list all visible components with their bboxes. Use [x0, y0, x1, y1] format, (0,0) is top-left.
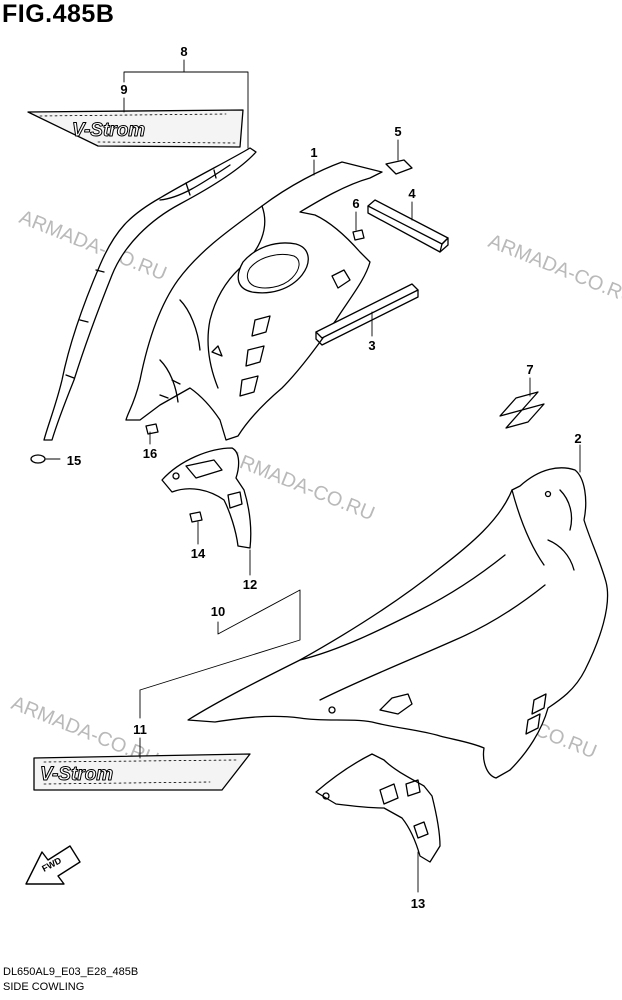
- decal-upper: V-Strom: [27, 109, 244, 148]
- callout-3: 3: [368, 338, 375, 353]
- callout-4: 4: [408, 186, 416, 201]
- upper-cowl: [125, 161, 383, 441]
- callout-8: 8: [180, 44, 187, 59]
- foam-strip-4: [367, 199, 449, 253]
- screw-14: [189, 511, 203, 523]
- decal-upper-text: V-Strom: [72, 120, 145, 141]
- upper-trim: [43, 147, 257, 441]
- bracket-12: [161, 447, 252, 549]
- callout-numbers: 1 2 3 4 5 6 7 8 9 10 11 12 13 14 15 16: [67, 44, 582, 911]
- figure-title: FIG.485B: [2, 0, 115, 28]
- fwd-arrow-icon: FWD: [25, 845, 81, 885]
- callout-16: 16: [143, 446, 157, 461]
- callout-6: 6: [352, 196, 359, 211]
- footer-caption: SIDE COWLING: [3, 981, 85, 993]
- callout-7: 7: [526, 362, 533, 377]
- callout-2: 2: [574, 431, 581, 446]
- callout-15: 15: [67, 453, 81, 468]
- bracket-13: [315, 753, 441, 863]
- pad-5: [385, 159, 413, 175]
- side-cowl-2: [187, 467, 609, 779]
- callout-5: 5: [394, 124, 401, 139]
- clip-6: [352, 229, 365, 241]
- decal-lower: V-Strom: [33, 753, 251, 791]
- watermark-2: ARMADA-CO.RU: [485, 230, 622, 309]
- footer-code: DL650AL9_E03_E28_485B: [3, 966, 139, 978]
- emblem-7: [499, 391, 545, 429]
- callout-1: 1: [310, 145, 317, 160]
- callout-11: 11: [133, 722, 147, 737]
- grommet-15: [30, 454, 46, 464]
- callout-9: 9: [120, 82, 127, 97]
- foam-strip-3: [315, 283, 419, 346]
- callout-10: 10: [211, 604, 225, 619]
- clip-16: [145, 423, 159, 435]
- callout-12: 12: [243, 577, 257, 592]
- callout-13: 13: [411, 896, 425, 911]
- callout-14: 14: [191, 546, 206, 561]
- leader-lines: [45, 59, 581, 893]
- decal-lower-text: V-Strom: [40, 764, 113, 785]
